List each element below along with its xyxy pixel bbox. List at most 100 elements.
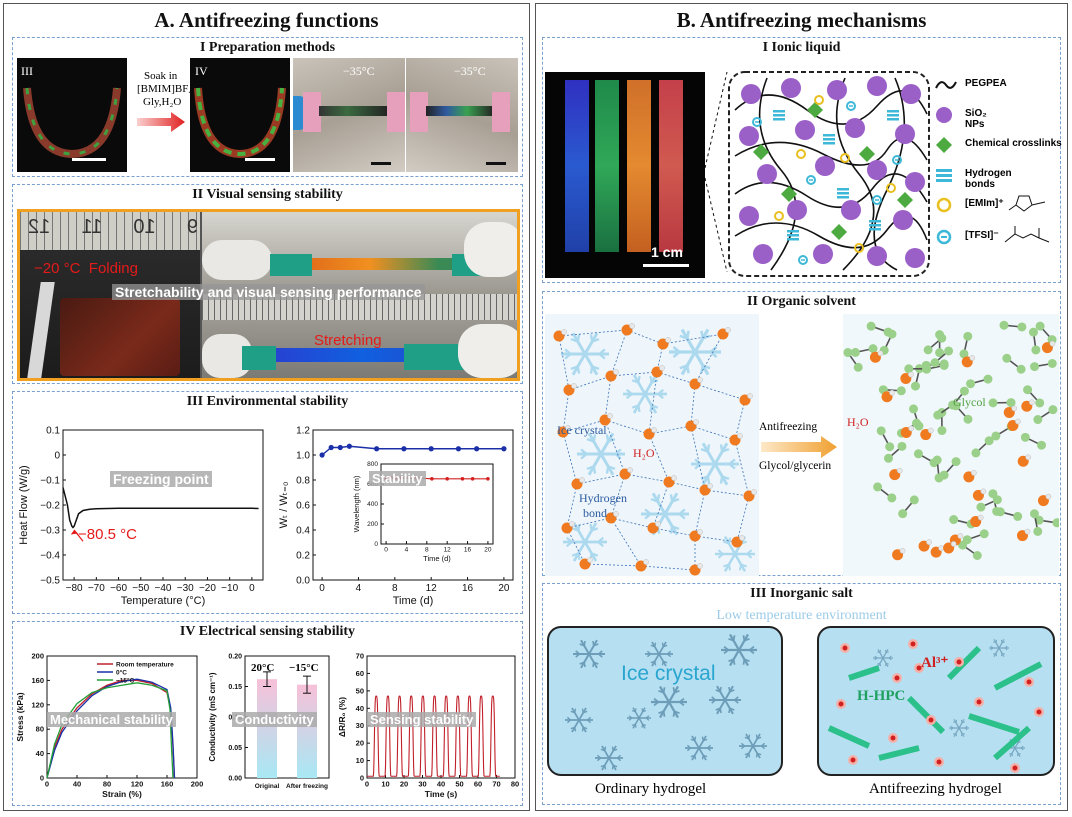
snowflake-branch [874, 657, 878, 661]
al-ion [838, 701, 844, 707]
snowflake-branch [709, 345, 718, 353]
tfsi-anion [892, 155, 902, 165]
snowflake-icon [565, 707, 593, 733]
visual-photo-frame: −20 °C Folding 9 10 11 12 [17, 209, 520, 381]
snowflake-branch [884, 649, 887, 653]
crosslink-diamond [859, 146, 875, 162]
snowflake-branch [993, 641, 997, 644]
y-axis-label: Wavelength (nm) [352, 475, 361, 532]
env-section: III Environmental stability −80−70−60−50… [12, 391, 523, 614]
legend-label: Hydrogen bonds [965, 168, 1012, 190]
glycol-atom [898, 509, 908, 519]
snowflake-branch [579, 643, 585, 647]
glycol-atom [935, 348, 945, 358]
snowflake-arm [578, 707, 587, 721]
snowflake-branch [657, 388, 664, 395]
glycol-atom [909, 495, 919, 505]
temp-20-label: 20°C [251, 662, 275, 674]
hydrogen-atom [627, 467, 633, 473]
snowflake-branch [719, 444, 724, 452]
snowflake-arm [713, 442, 729, 465]
freezing-point-badge: Freezing point [110, 471, 212, 487]
x-tick-label: 120 [131, 780, 144, 789]
water-hydrogen [877, 350, 884, 357]
legend-pegpea: PEGPEA [935, 78, 1007, 97]
y-tick-label: 20 [356, 739, 364, 748]
snowflake-branch [641, 708, 644, 712]
snowflake-branch [645, 715, 650, 719]
x-tick-label: 0 [365, 780, 369, 789]
y-axis-label: Stress (kPa) [15, 692, 25, 741]
hydrogen-atom [643, 559, 649, 565]
sphere-icon [936, 107, 952, 123]
y-tick-label: 0.2 [296, 550, 310, 561]
snowflake-branch [694, 755, 697, 760]
snowflake-branch [674, 710, 680, 715]
snowflake-branch [654, 661, 657, 666]
snowflake-branch [749, 645, 755, 651]
wavelength-point [460, 477, 465, 481]
snowflake-icon [739, 733, 767, 759]
snowflake-arm [882, 649, 889, 659]
hydrogen-bond [837, 188, 849, 191]
snowflake-arm [659, 685, 670, 703]
orange-arrow-icon [761, 436, 837, 458]
snowflake-branch [885, 662, 889, 665]
sio2-sphere [893, 210, 913, 230]
anti-box-art [827, 639, 1044, 773]
hydrogen-bond-line [610, 517, 642, 567]
y-tick-label: 0 [374, 541, 378, 548]
glycol-atom [873, 482, 883, 492]
x-tick-label: 12 [444, 547, 452, 554]
y-tick-label: 200 [31, 652, 44, 661]
hhpc-rod [827, 725, 871, 749]
glycol-atom [843, 348, 853, 358]
al-ion [976, 699, 982, 705]
strip-green [595, 80, 619, 252]
ruler-digit: 10 [133, 216, 156, 238]
snowflake-arm [729, 649, 740, 667]
x-tick-label: 80 [103, 780, 111, 789]
organic-section: II Organic solvent Ice crystal H₂O Hydro… [542, 291, 1061, 576]
soak-text-1: Soak in [144, 70, 178, 82]
wt-ratio-point [501, 446, 507, 452]
snowflake-arm [680, 351, 697, 376]
snowflake-arm [601, 745, 610, 759]
hydrogen-atom [579, 477, 585, 483]
snowflake-branch [961, 732, 965, 735]
al-ion [890, 735, 896, 741]
h2o-label-left: H₂O [633, 446, 655, 460]
prep-section: I Preparation methods III Soak in [BMIM]… [12, 37, 523, 177]
visual-overlay-badge: Stretchability and visual sensing perfor… [112, 284, 425, 300]
scale-bar-2 [486, 162, 506, 165]
snowflake-branch [658, 689, 664, 694]
snowflake-arm [580, 639, 590, 655]
water-hydrogen [927, 427, 934, 434]
snowflake-arm [583, 522, 598, 543]
glycol-atom [1037, 440, 1047, 450]
hydrogen-atom [655, 521, 661, 527]
snowflake-arm [651, 492, 667, 515]
water-hydrogen [908, 425, 915, 432]
snowflake-icon [715, 536, 755, 572]
clamp-pink-2 [387, 92, 405, 132]
snowflake-branch [706, 476, 711, 484]
snowflake-arm [680, 328, 697, 353]
snowflake-arm [998, 647, 1005, 657]
snowflake-arm [1014, 739, 1021, 749]
plot-frame [312, 429, 514, 581]
inorganic-section: III Inorganic salt Low temperature envir… [542, 583, 1061, 805]
snowflake-arm [571, 332, 587, 355]
x-tick-label: 160 [161, 780, 174, 789]
snowflake-branch [661, 642, 664, 647]
snowflake-branch [589, 334, 594, 342]
x-tick-label: 60 [474, 780, 482, 789]
glycol-atom [904, 364, 914, 374]
y-axis-label: Heat Flow (W/g) [18, 465, 30, 544]
snowflake-branch [685, 365, 690, 374]
hydrogen-atom [697, 377, 703, 383]
snowflake-icon [573, 639, 605, 669]
anion-icon [936, 229, 952, 245]
hhpc-rod [946, 645, 982, 681]
